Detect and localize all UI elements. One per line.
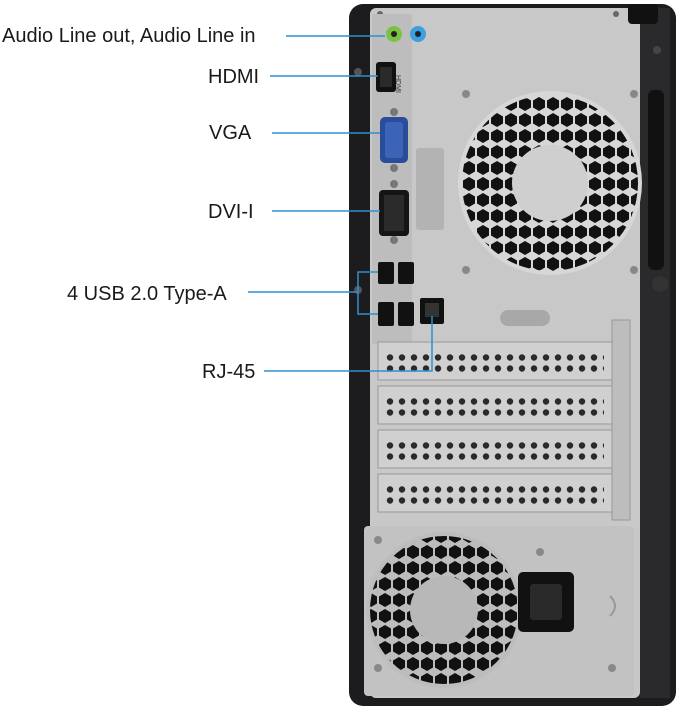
label-vga: VGA	[209, 122, 252, 144]
label-audio: Audio Line out, Audio Line in	[2, 25, 256, 47]
label-hdmi: HDMI	[208, 66, 260, 88]
label-dvi: DVI-I	[208, 201, 254, 223]
rear-fan-grille	[458, 90, 642, 275]
expansion-slots	[377, 319, 631, 521]
power-supply	[364, 526, 634, 696]
panel-vent	[500, 310, 550, 326]
label-usb: 4 USB 2.0 Type-A	[67, 283, 227, 305]
dvi-port	[379, 180, 409, 244]
usb-ports	[378, 262, 414, 326]
audio-jacks	[386, 26, 426, 42]
hdmi-port: HDMI	[376, 62, 401, 93]
label-rj45: RJ-45	[202, 361, 256, 383]
hdmi-port-marking: HDMI	[394, 75, 401, 93]
rj45-port	[420, 298, 444, 324]
callout-lines	[248, 35, 433, 372]
vga-port	[380, 108, 408, 172]
panel-plate	[416, 148, 444, 230]
